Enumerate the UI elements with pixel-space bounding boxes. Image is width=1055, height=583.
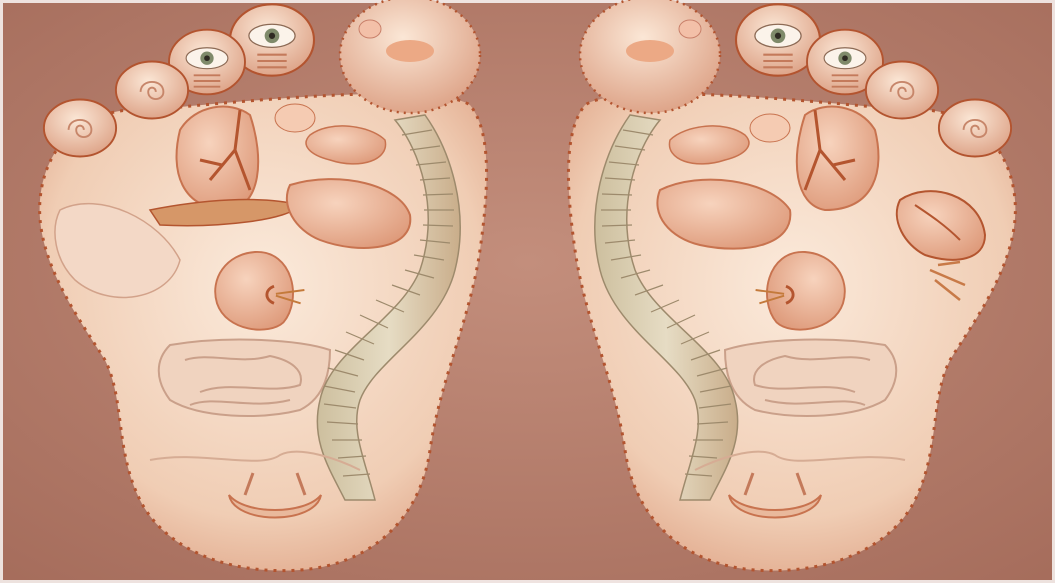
left-toe-spiral-1: [116, 62, 188, 119]
right-lung: [797, 107, 879, 210]
left-intestines: [159, 340, 330, 416]
right-big-toe: [580, 0, 720, 113]
left-lung: [177, 107, 259, 210]
right-toe-spiral-1: [866, 62, 938, 119]
right-intestines: [725, 340, 896, 416]
right-toe-spiral-2: [939, 100, 1011, 157]
left-toe-spiral-2: [44, 100, 116, 157]
left-big-toe: [340, 0, 480, 113]
